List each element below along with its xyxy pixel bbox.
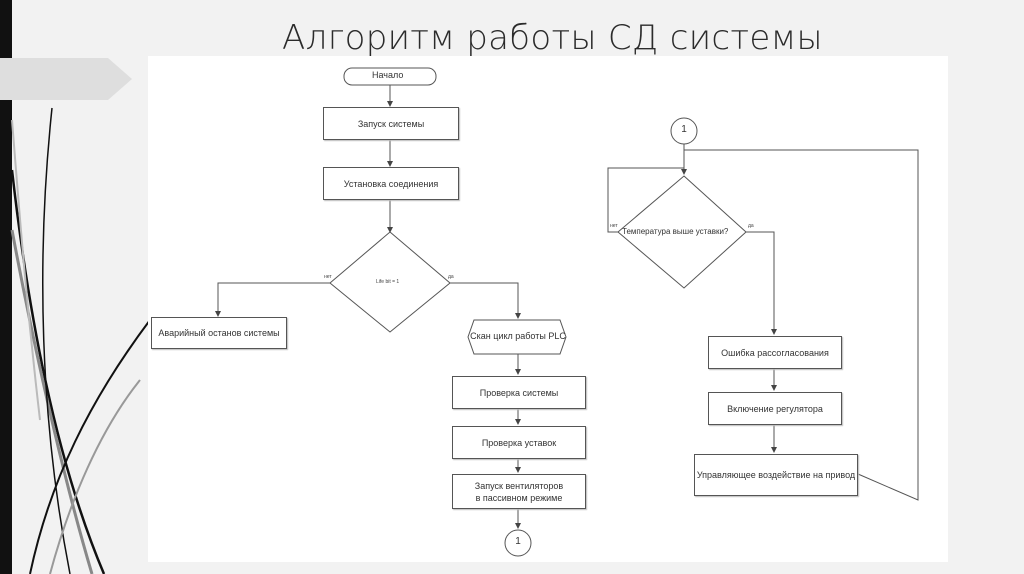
connector-line xyxy=(450,282,521,319)
start-system-box: Запуск системы xyxy=(323,107,459,140)
connector-circle-in xyxy=(670,117,698,145)
decision-temp-label: Температура выше уставки? xyxy=(622,227,729,236)
emergency-stop-box: Аварийный останов системы xyxy=(151,317,287,349)
no-label-2: нет xyxy=(610,223,618,229)
slide-title: Алгоритм работы СД системы xyxy=(282,18,823,58)
yes-label: да xyxy=(448,274,454,280)
connector-line xyxy=(746,231,777,335)
title-tab-arrow xyxy=(0,58,132,100)
decision-life-label: Life bit = 1 xyxy=(376,279,400,285)
flowchart-lines xyxy=(215,67,919,557)
flowchart-canvas: Начало Запуск системы Установка соединен… xyxy=(148,56,948,562)
feedback-line xyxy=(684,149,919,501)
connector-circle-out xyxy=(504,529,532,557)
decision-diamond-temp xyxy=(617,175,747,289)
check-setpoints-box: Проверка уставок xyxy=(452,426,586,459)
check-system-box: Проверка системы xyxy=(452,376,586,409)
fan-start-line2: в пассивном режиме xyxy=(475,492,563,503)
connector-line xyxy=(215,282,330,317)
connector-in-label: 1 xyxy=(681,124,687,135)
enable-regulator-box: Включение регулятора xyxy=(708,392,842,425)
control-action-box: Управляющее воздействие на привод xyxy=(694,454,858,496)
fan-start-box: Запуск вентиляторов в пассивном режиме xyxy=(452,474,586,509)
decision-diamond-life xyxy=(329,231,451,333)
left-accent-bar xyxy=(0,0,12,574)
yes-label-2: да xyxy=(748,223,754,229)
no-label: нет xyxy=(324,274,332,280)
start-label: Начало xyxy=(372,70,404,80)
connector-out-label: 1 xyxy=(515,536,521,547)
fan-start-line1: Запуск вентиляторов xyxy=(474,480,564,491)
decorative-curves xyxy=(10,107,151,574)
mismatch-error-box: Ошибка рассогласования xyxy=(708,336,842,369)
connect-box: Установка соединения xyxy=(323,167,459,200)
plc-scan-label: Скан цикл работы PLC xyxy=(470,331,566,341)
loop-line xyxy=(607,167,684,233)
start-terminator xyxy=(343,67,437,86)
plc-scan-shape xyxy=(467,319,567,355)
